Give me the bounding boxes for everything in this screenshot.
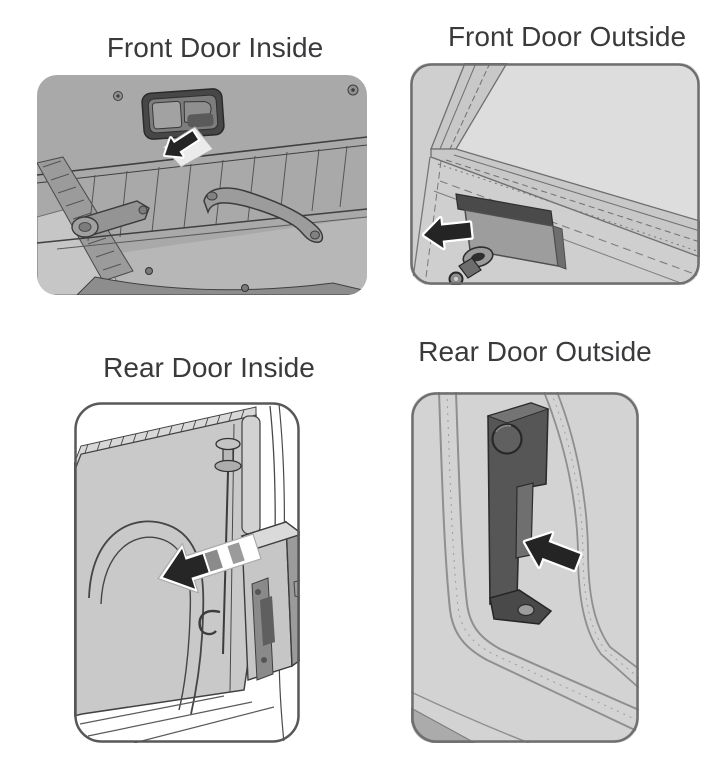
panel-border: [410, 63, 700, 285]
figure-rear-door-inside: [74, 402, 300, 743]
screw-icon: [241, 284, 249, 292]
front-door-inside-illustration: [37, 75, 367, 295]
figure-front-door-inside: [37, 75, 367, 295]
screw-icon: [145, 267, 153, 275]
screw-icon: [113, 91, 123, 101]
direction-arrow-icon: [163, 129, 200, 159]
direction-arrow-icon: [522, 530, 583, 573]
figure-rear-door-outside: [411, 392, 639, 743]
front-door-outside-illustration: [410, 63, 700, 285]
rear-door-outside-illustration: [411, 392, 639, 743]
grab-handle: [203, 187, 324, 244]
rocker-panel: [411, 706, 476, 743]
window-crank: [71, 200, 150, 238]
inside-door-handle: [141, 88, 225, 140]
rear-door-inside-illustration: [74, 402, 300, 743]
door-top-edge: [74, 406, 257, 473]
window-sill: [430, 148, 700, 258]
direction-arrow-icon: [421, 215, 474, 251]
door-seam-left: [438, 392, 639, 733]
figure-title-rear-door-outside: Rear Door Outside: [418, 336, 652, 367]
panel-border: [74, 402, 300, 743]
screw-icon: [347, 84, 359, 96]
window-glass: [456, 63, 700, 221]
release-lever: [198, 609, 221, 636]
door-bottom-strip: [75, 276, 367, 295]
figure-title-rear-door-inside: Rear Door Inside: [103, 352, 315, 383]
figure-title-front-door-inside: Front Door Inside: [106, 32, 324, 63]
direction-arrow-icon: [157, 533, 262, 594]
panel-border: [411, 392, 639, 743]
figure-title-front-door-outside: Front Door Outside: [447, 21, 687, 52]
figure-front-door-outside: [410, 63, 700, 285]
window-channel: [241, 415, 261, 535]
